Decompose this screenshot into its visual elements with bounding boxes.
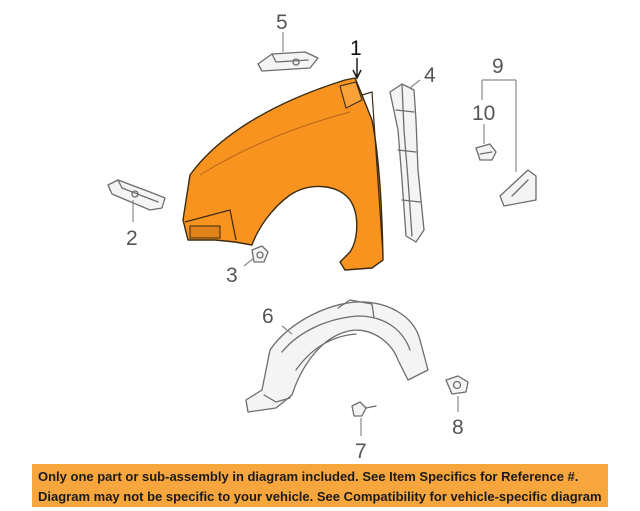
callout-8: 8 <box>452 416 464 439</box>
leader-6 <box>281 325 293 335</box>
callout-10: 10 <box>472 102 495 125</box>
fender-body <box>182 77 384 271</box>
clip-part <box>475 143 497 161</box>
disclaimer-banner: Only one part or sub-assembly in diagram… <box>32 464 608 507</box>
upper-bracket-part <box>257 51 319 72</box>
fender-part <box>182 77 384 271</box>
callout-5: 5 <box>276 11 288 34</box>
fender-liner-part <box>245 299 429 413</box>
callout-1: 1 <box>350 37 362 60</box>
grommet-part <box>445 375 469 395</box>
callout-3: 3 <box>226 264 238 287</box>
disclaimer-line-2: Diagram may not be specific to your vehi… <box>38 489 602 504</box>
callout-6: 6 <box>262 305 274 328</box>
leader-1-arrow <box>352 69 362 80</box>
exploded-view: 1 5 4 9 10 2 3 6 7 8 <box>107 11 537 460</box>
leader-9 <box>481 79 517 172</box>
leader-4 <box>409 79 421 89</box>
disclaimer-line-1: Only one part or sub-assembly in diagram… <box>38 469 579 484</box>
callout-7: 7 <box>355 440 367 460</box>
fender-seal-part <box>389 83 425 243</box>
garnish-part <box>499 169 537 207</box>
fender-rear-edge <box>361 91 384 256</box>
callout-4: 4 <box>424 64 436 87</box>
callout-2: 2 <box>126 227 138 250</box>
bolt-part <box>251 245 269 263</box>
fender-body-line <box>199 111 351 176</box>
fender-front-flange <box>184 209 237 241</box>
fender-mount-tab <box>339 81 363 109</box>
lower-bracket-part <box>107 179 166 211</box>
fender-bracket <box>189 225 221 239</box>
leader-3 <box>243 257 255 267</box>
callout-9: 9 <box>492 55 504 78</box>
screw-part <box>351 401 377 417</box>
